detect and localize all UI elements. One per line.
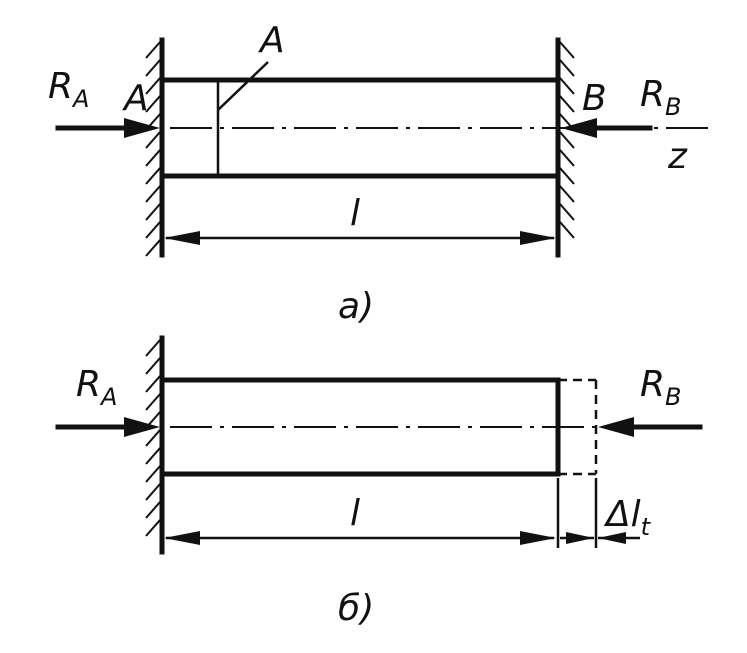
length-arrow-right-b: [520, 531, 556, 545]
caption-b: б): [338, 588, 374, 629]
label-support-a: A: [122, 78, 149, 119]
label-ra-b: RA: [76, 364, 117, 411]
delta-arrow-left-b: [598, 532, 626, 544]
label-length-a: l: [350, 193, 360, 234]
figure-b: RA RB l Δlt б): [55, 335, 703, 629]
label-rb-a: RB: [640, 74, 681, 121]
length-arrow-left-a: [164, 231, 200, 245]
caption-a: а): [338, 286, 374, 327]
label-rb-b: RB: [640, 364, 681, 411]
label-length-b: l: [350, 493, 360, 534]
left-wall-hatching-a: [145, 41, 161, 257]
section-leader-a: [217, 61, 269, 111]
reaction-b-arrowhead: [561, 118, 597, 138]
delta-arrow-right-b: [566, 532, 594, 544]
length-arrow-left-b: [164, 531, 200, 545]
reaction-a-arrowhead: [124, 118, 160, 138]
label-delta-lt: Δlt: [603, 494, 652, 541]
left-wall-hatching-b: [145, 339, 161, 537]
right-wall-hatching-a: [559, 41, 575, 239]
label-ra-a: RA: [48, 66, 89, 113]
length-arrow-right-a: [520, 231, 556, 245]
figure-a: RA A A B RB z l а): [48, 20, 710, 327]
reaction-b-arrowhead-b: [598, 417, 634, 437]
label-axis-z: z: [667, 136, 688, 177]
label-section-a: A: [258, 20, 285, 61]
reaction-a-arrowhead-b: [124, 417, 160, 437]
label-support-b: B: [582, 78, 607, 119]
